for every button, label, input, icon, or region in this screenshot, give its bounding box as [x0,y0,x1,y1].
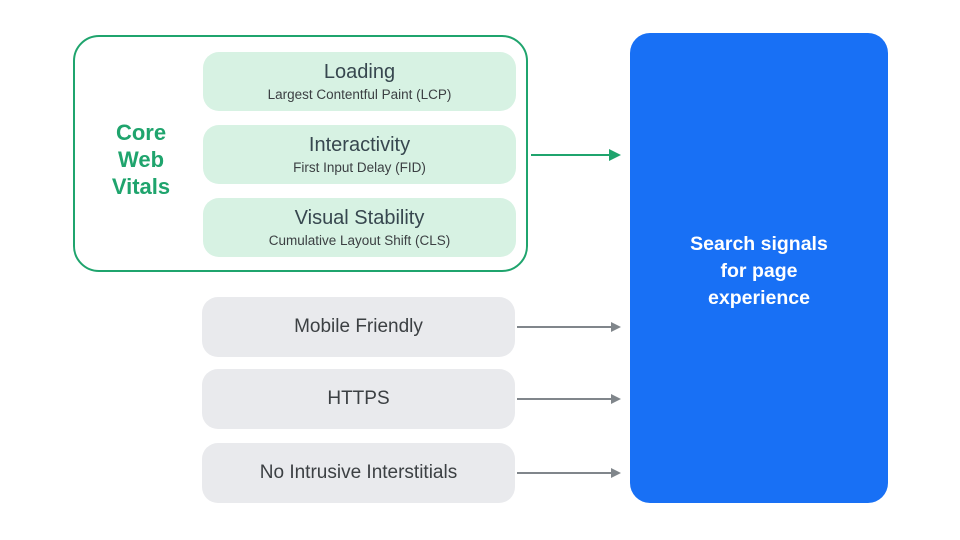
vital-subtitle: Cumulative Layout Shift (CLS) [268,232,451,248]
arrow-https-icon [517,394,621,404]
arrow-mobile-friendly-icon [517,322,621,332]
signal-label: HTTPS [327,388,390,409]
core-web-vitals-label: Core Web Vitals [111,120,171,199]
arrow-head-icon [611,322,621,332]
arrow-shaft [517,472,611,474]
signal-card-mobile-friendly: Mobile Friendly [202,297,515,357]
signal-card-https: HTTPS [202,369,515,429]
core-web-vitals-group: Core Web Vitals Loading Largest Contentf… [73,35,528,272]
arrow-head-icon [609,149,621,161]
vital-subtitle: Largest Contentful Paint (LCP) [267,86,452,102]
arrow-head-icon [611,394,621,404]
vital-card-interactivity: Interactivity First Input Delay (FID) [203,125,516,184]
vital-subtitle: First Input Delay (FID) [293,159,426,175]
vital-title: Interactivity [308,133,411,156]
signal-label: Mobile Friendly [294,316,423,337]
arrow-shaft [531,153,609,157]
vital-card-loading: Loading Largest Contentful Paint (LCP) [203,52,516,111]
arrow-no-intrusive-interstitials-icon [517,468,621,478]
arrow-shaft [517,398,611,400]
vital-title: Visual Stability [294,206,425,229]
vital-card-visual-stability: Visual Stability Cumulative Layout Shift… [203,198,516,257]
vital-title: Loading [323,60,396,83]
signal-label: No Intrusive Interstitials [259,462,458,483]
arrow-shaft [517,326,611,328]
arrow-head-icon [611,468,621,478]
arrow-core-web-vitals-icon [531,149,621,161]
search-signals-panel: Search signals for page experience [630,33,888,503]
search-signals-label: Search signals for page experience [690,233,828,309]
signal-card-no-intrusive-interstitials: No Intrusive Interstitials [202,443,515,503]
